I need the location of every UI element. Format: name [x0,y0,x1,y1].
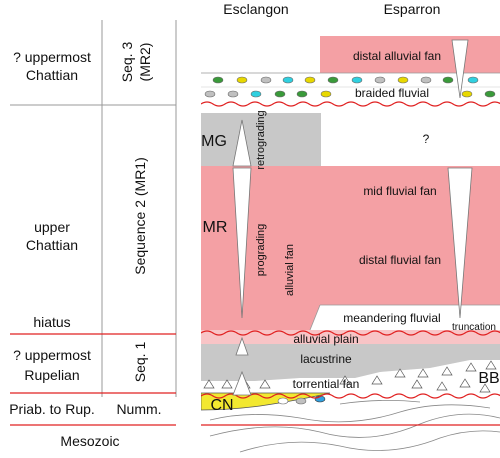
sequence-label: Numm. [116,401,161,417]
mesozoic-label: Mesozoic [60,433,119,449]
stage-label: Priab. to Rup. [9,401,95,417]
column-header-esparron: Esparron [384,1,441,17]
distal-alluvial-fan-band [320,36,500,73]
mg-grey-band [201,113,321,166]
stage-label: ? uppermost [13,347,91,363]
stage-label: Rupelian [24,367,79,383]
esparron-lower-wedge [447,167,473,319]
sequence-label: Seq. 3 [119,42,135,83]
unit-label-mg: MG [201,133,227,150]
unit-label-distal-alluvial-fan: distal alluvial fan [353,49,441,63]
prograding-wedge [232,167,252,319]
unit-label-torrential-fan: torrential fan [293,377,360,391]
unit-label-prograding: prograding [255,224,267,277]
unit-label-mid-fluvial-fan: mid fluvial fan [363,184,436,198]
unit-label-meandering-fluvial: meandering fluvial [343,311,440,325]
unit-label-distal-fluvial-fan: distal fluvial fan [359,253,441,267]
unit-label-bb: BB [478,370,499,387]
esparron-upper-wedge [451,39,469,99]
unit-label-mr: MR [203,219,228,236]
torrential-fan-gravel [203,360,497,393]
stage-label: Chattian [26,67,78,83]
stage-label: Chattian [26,237,78,253]
unit-label-braided-fluvial: braided fluvial [355,86,429,100]
cn-yellow-band [201,392,331,411]
unit-label-unknown: ? [423,132,430,146]
unit-label-alluvial-plain: alluvial plain [293,332,358,346]
stage-label: ? uppermost [13,49,91,65]
stage-label: upper [34,219,70,235]
sequence-label: Seq. 1 [132,342,148,383]
alluvial-plain-band [201,330,500,344]
hiatus-label: hiatus [33,314,70,330]
lacustrine-band [201,344,500,381]
retrograding-wedge [232,119,252,167]
unit-label-truncation: truncation [452,322,496,333]
stratigraphic-table [10,20,177,426]
unit-label-alluvial-fan: alluvial fan [284,244,296,296]
stratigraphic-column [201,36,500,453]
unit-label-retrograding: retrograding [255,110,267,169]
column-header-esclangon: Esclangon [223,1,288,17]
sequence-label: (MR2) [137,43,153,82]
pebbles [204,76,496,98]
mesozoic-strata [209,400,500,453]
unit-label-cn: CN [210,397,233,414]
sequence-label: Sequence 2 (MR1) [132,157,148,275]
unit-label-lacustrine: lacustrine [300,352,352,366]
